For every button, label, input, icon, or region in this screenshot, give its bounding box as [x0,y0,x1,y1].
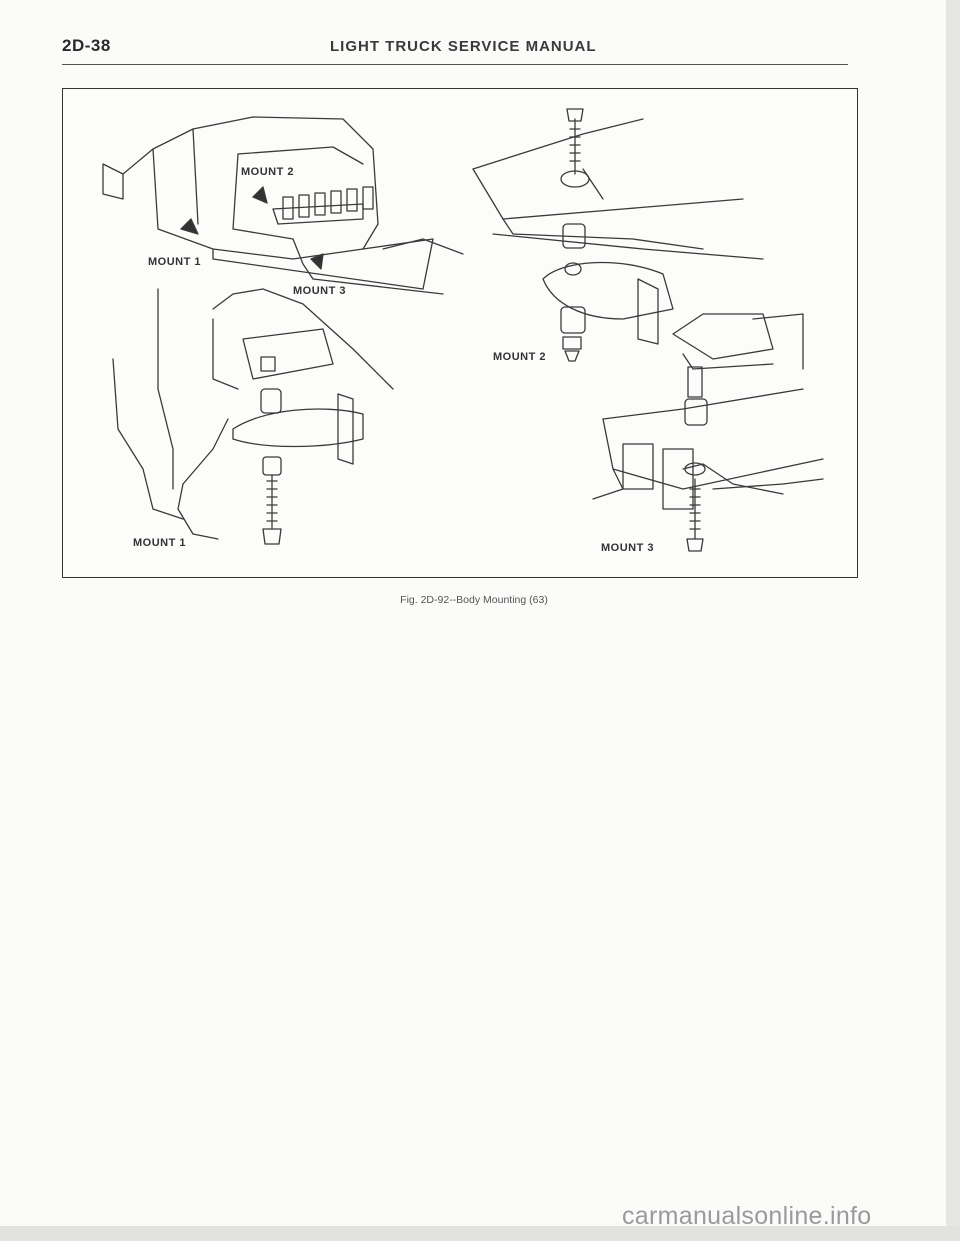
figure-body-mounting: MOUNT 2 MOUNT 1 MOUNT 3 MOUNT 2 MOUNT 1 … [62,88,858,578]
running-head: LIGHT TRUCK SERVICE MANUAL [330,38,597,55]
detail-mount-1-label: MOUNT 1 [133,537,186,549]
cab-mount-1-label: MOUNT 1 [148,256,201,268]
site-watermark: carmanualsonline.info [622,1202,872,1230]
mount-1-detail-drawing [112,288,394,545]
cab-mount-3-label: MOUNT 3 [293,285,346,297]
detail-mount-3-label: MOUNT 3 [601,542,654,554]
page-number: 2D-38 [62,36,111,55]
figure-caption: Fig. 2D-92--Body Mounting (63) [400,594,548,606]
page-bottom-shadow [0,1226,960,1241]
mount-3-detail-drawing [592,313,824,552]
mount-3-arrow-icon [310,253,324,270]
mount-2-detail-drawing [472,108,764,362]
detail-mount-2-label: MOUNT 2 [493,351,546,363]
header-rule [62,64,848,65]
mount-1-arrow-icon [180,218,199,235]
cab-overview-drawing [102,116,464,295]
cab-mount-2-label: MOUNT 2 [241,166,294,178]
page-edge-shadow [946,0,960,1241]
body-mounting-illustration [102,108,824,552]
mount-2-arrow-icon [252,186,268,204]
manual-page: 2D-38 LIGHT TRUCK SERVICE MANUAL [62,36,858,606]
